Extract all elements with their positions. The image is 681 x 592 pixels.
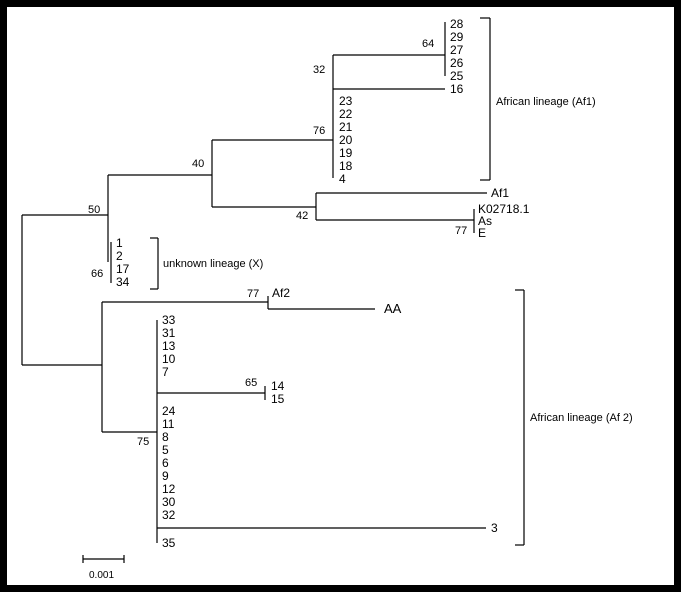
bootstrap-label: 64 <box>422 38 434 50</box>
tip-label: As <box>478 214 492 228</box>
tip-label: 13 <box>162 339 176 353</box>
tip-label: 20 <box>339 133 353 147</box>
clade-label-af1: African lineage (Af1) <box>496 96 596 108</box>
bootstrap-label: 76 <box>313 125 325 137</box>
tip-label: 6 <box>162 456 169 470</box>
bootstrap-label: 50 <box>88 204 100 216</box>
tip-label: 25 <box>450 69 464 83</box>
scale-bar-label: 0.001 <box>89 570 114 581</box>
tip-label: 21 <box>339 120 353 134</box>
tip-label: K02718.1 <box>478 202 530 216</box>
tip-label: 10 <box>162 352 176 366</box>
bootstrap-label: 75 <box>137 436 149 448</box>
tip-label: 23 <box>339 94 353 108</box>
tip-label: 9 <box>162 469 169 483</box>
tip-label: 14 <box>271 379 285 393</box>
tip-label: 28 <box>450 17 464 31</box>
tip-label: 22 <box>339 107 353 121</box>
tip-label: 3 <box>491 521 498 535</box>
tip-label: 27 <box>450 43 464 57</box>
tip-label: 2 <box>116 249 123 263</box>
bootstrap-label: 40 <box>192 158 204 170</box>
clade-label-af2: African lineage (Af 2) <box>530 412 633 424</box>
tip-label: 26 <box>450 56 464 70</box>
tip-label: 12 <box>162 482 176 496</box>
tip-label: 5 <box>162 443 169 457</box>
tip-label: 11 <box>162 417 175 431</box>
tip-label: 1 <box>116 236 123 250</box>
tip-label: 15 <box>271 392 285 406</box>
bootstrap-label: 66 <box>91 268 103 280</box>
tip-label: AA <box>384 301 402 316</box>
tip-label: 32 <box>162 508 176 522</box>
tip-label: 29 <box>450 30 464 44</box>
tip-label: 24 <box>162 404 176 418</box>
tip-label: 4 <box>339 172 346 186</box>
tip-label: 31 <box>162 326 176 340</box>
bootstrap-label: 65 <box>245 377 257 389</box>
tip-label: Af1 <box>491 186 509 200</box>
tip-label: 7 <box>162 365 169 379</box>
tip-label: 30 <box>162 495 176 509</box>
tip-label: 16 <box>450 82 464 96</box>
bootstrap-label: 77 <box>455 225 467 237</box>
tip-label: 33 <box>162 313 176 327</box>
bootstrap-label: 32 <box>313 64 325 76</box>
tip-label: 35 <box>162 536 176 550</box>
tip-label: 8 <box>162 430 169 444</box>
tip-label: Af2 <box>272 286 290 300</box>
clade-label-unknown: unknown lineage (X) <box>163 258 263 270</box>
tip-label: 18 <box>339 159 353 173</box>
bootstrap-label: 42 <box>296 210 308 222</box>
bootstrap-label: 77 <box>247 288 259 300</box>
tip-label: 19 <box>339 146 353 160</box>
tip-label: E <box>478 226 486 240</box>
tip-label: 17 <box>116 262 130 276</box>
tip-label: 34 <box>116 275 130 289</box>
